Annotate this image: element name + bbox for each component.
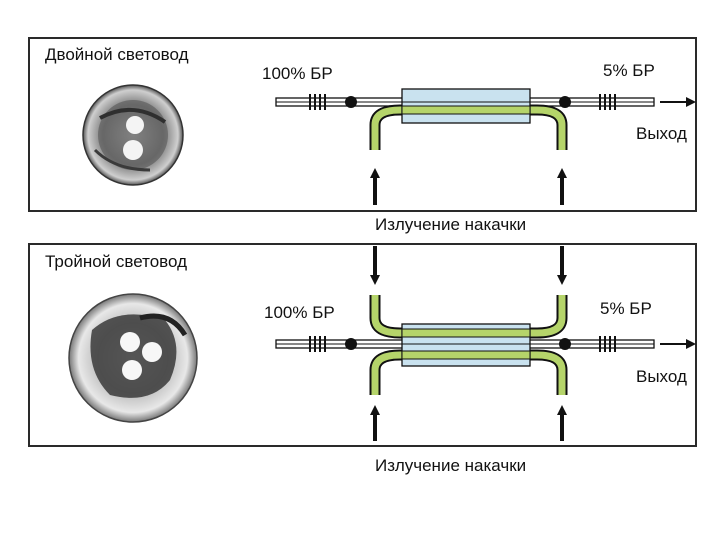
right-reflector-label: 5% БР xyxy=(603,61,655,80)
grating-icon xyxy=(309,336,326,352)
splice-dot xyxy=(345,96,357,108)
output-label: Выход xyxy=(636,367,687,386)
pump-fiber-right-fill xyxy=(530,106,566,150)
pump-fiber-lower-left-fill xyxy=(371,351,402,395)
left-reflector-label: 100% БР xyxy=(264,303,335,322)
grating-icon xyxy=(599,336,616,352)
splice-dot xyxy=(345,338,357,350)
pump-fiber-left-fill xyxy=(371,106,402,150)
panel-title: Тройной световод xyxy=(45,252,188,271)
panel-title: Двойной световод xyxy=(45,45,189,64)
fiber-photo-icon xyxy=(68,293,198,423)
splice-dot xyxy=(559,96,571,108)
grating-icon xyxy=(599,94,616,110)
right-reflector-label: 5% БР xyxy=(600,299,652,318)
pump-fiber-upper-left-fill xyxy=(371,295,402,337)
grating-icon xyxy=(309,94,326,110)
pump-fiber-lower-right-fill xyxy=(530,351,566,395)
splice-dot xyxy=(559,338,571,350)
pump-label: Излучение накачки xyxy=(375,215,527,234)
pump-label: Излучение накачки xyxy=(375,456,527,475)
left-reflector-label: 100% БР xyxy=(262,64,333,83)
output-label: Выход xyxy=(636,124,687,143)
pump-fiber-upper-right-fill xyxy=(530,295,566,337)
fiber-photo-icon xyxy=(82,84,184,186)
